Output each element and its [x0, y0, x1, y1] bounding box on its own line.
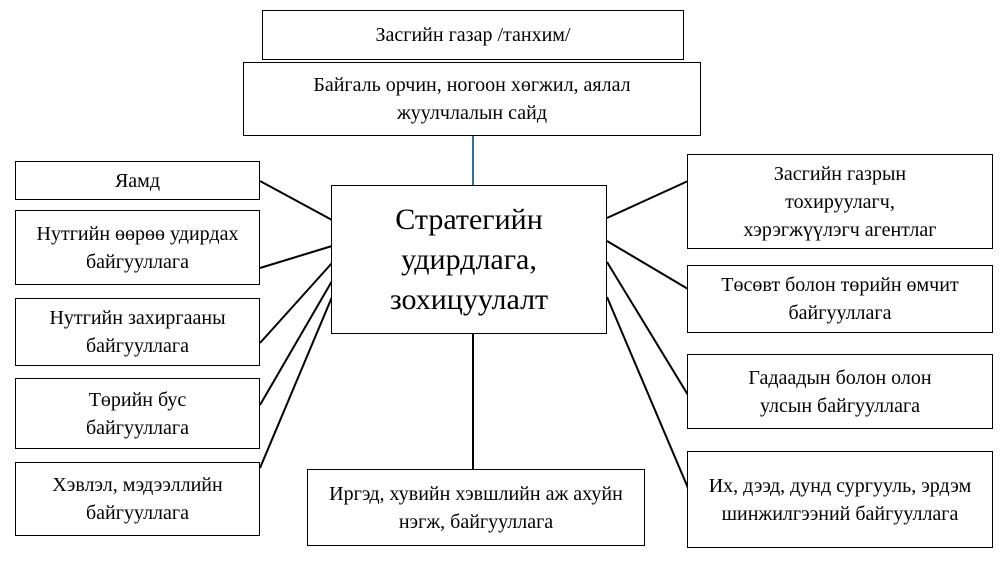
connector-left-1: [259, 180, 333, 221]
government-label: Засгийн газар /танхим/: [375, 24, 571, 46]
connector-left-2: [259, 245, 333, 269]
left-box-label: Хэвлэл, мэдээллийн байгууллага: [52, 474, 223, 524]
right-box-agencies: Засгийн газрын тохируулагч, хэрэгжүүлэгч…: [687, 154, 993, 249]
right-box-international: Гадаадын болон олон улсын байгууллага: [687, 354, 993, 429]
connector-left-4: [259, 280, 333, 406]
left-box-label: Яамд: [114, 169, 161, 192]
left-box-media: Хэвлэл, мэдээллийн байгууллага: [15, 462, 260, 536]
right-box-label: Их, дээд, дунд сургууль, эрдэм шинжилгээ…: [708, 474, 972, 525]
center-label: Стратегийн удирдлага, зохицуулалт: [389, 202, 549, 316]
right-box-label: Засгийн газрын тохируулагч, хэрэгжүүлэгч…: [743, 162, 937, 241]
right-box-label: Төсөвт болон төрийн өмчит байгууллага: [721, 274, 959, 324]
center-box: Стратегийн удирдлага, зохицуулалт: [331, 185, 607, 334]
left-box-label: Нутгийн захиргааны байгууллага: [49, 307, 226, 357]
right-box-label: Гадаадын болон олон улсын байгууллага: [748, 366, 932, 417]
right-box-budget-state-owned: Төсөвт болон төрийн өмчит байгууллага: [687, 265, 993, 333]
left-box-ministries: Яамд: [15, 161, 260, 200]
left-box-local-self-government: Нутгийн өөрөө удирдах байгууллага: [15, 210, 260, 285]
right-box-universities: Их, дээд, дунд сургууль, эрдэм шинжилгээ…: [687, 451, 993, 548]
connector-right-3: [606, 261, 689, 396]
connector-left-5: [259, 296, 333, 469]
connector-left-3: [259, 262, 333, 344]
left-box-label: Төрийн бус байгууллага: [86, 388, 189, 439]
connector-right-4: [606, 296, 689, 489]
left-box-local-administration: Нутгийн захиргааны байгууллага: [15, 298, 260, 366]
ministry-box: Байгаль орчин, ногоон хөгжил, аялал жуул…: [243, 62, 701, 136]
left-box-ngo: Төрийн бус байгууллага: [15, 378, 260, 449]
connector-right-1: [606, 180, 689, 219]
connector-right-2: [606, 240, 689, 290]
left-box-label: Нутгийн өөрөө удирдах байгууллага: [36, 222, 239, 273]
bottom-box-label: Иргэд, хувийн хэвшлийн аж ахуйн нэгж, ба…: [329, 482, 623, 533]
bottom-box-citizens-private-sector: Иргэд, хувийн хэвшлийн аж ахуйн нэгж, ба…: [307, 469, 645, 546]
government-box: Засгийн газар /танхим/: [262, 10, 684, 60]
ministry-label: Байгаль орчин, ногоон хөгжил, аялал жуул…: [313, 74, 631, 124]
